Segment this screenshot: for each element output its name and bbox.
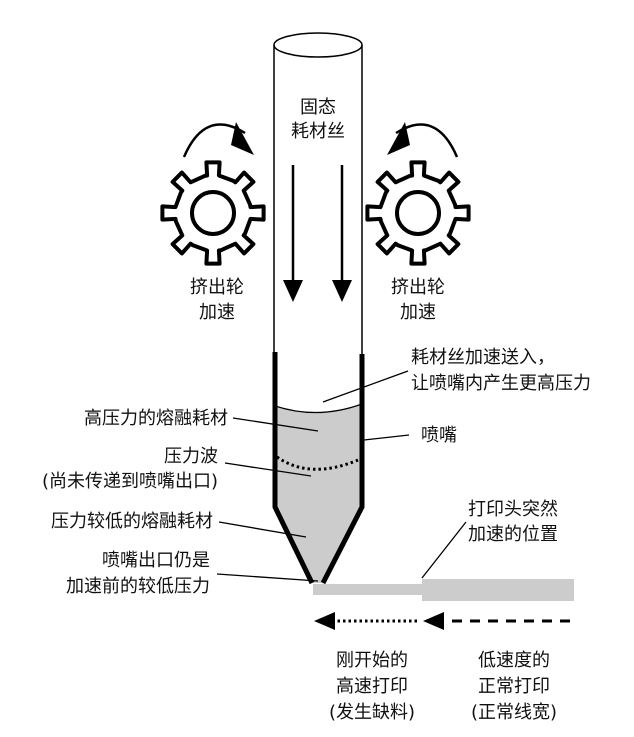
callout-accel-position-1: 打印头突然	[468, 499, 558, 520]
leader-low-pressure	[218, 521, 307, 538]
rotation-arrowhead-right	[387, 122, 410, 155]
callout-low-pressure: 压力较低的熔融耗材	[51, 511, 213, 532]
callout-pressure-wave-2: (尚未传递到喷嘴出口)	[42, 471, 218, 492]
leader-high-pressure	[232, 417, 319, 432]
normal-extrusion-line	[422, 579, 574, 601]
nozzle	[272, 352, 365, 585]
callout-high-pressure: 高压力的熔融耗材	[84, 408, 228, 429]
left-caption-1: 刚开始的	[336, 650, 408, 671]
right-caption-2: 正常打印	[478, 676, 550, 697]
right-caption-1: 低速度的	[478, 650, 550, 671]
gear-right-label-2: 加速	[400, 302, 436, 323]
gear-hub	[395, 190, 441, 236]
callout-exit-pressure-2: 加速前的较低压力	[66, 576, 210, 597]
feed-arrowhead-left	[283, 280, 303, 302]
callout-pressure-wave-1: 压力波	[164, 446, 218, 467]
callout-nozzle: 喷嘴	[421, 425, 457, 446]
callout-exit-pressure-1: 喷嘴出口仍是	[102, 550, 210, 571]
gear-left-label-1: 挤出轮	[190, 277, 244, 298]
normal-print-arrowhead	[423, 612, 444, 630]
left-caption-3: (发生缺料)	[329, 702, 415, 723]
leader-feed	[322, 370, 409, 403]
gear-icon-left	[160, 160, 266, 266]
callout-accel-position-2: 加速的位置	[468, 524, 558, 545]
left-caption-2: 高速打印	[336, 676, 408, 697]
leader-exit-pressure	[216, 573, 319, 582]
rotation-arrowhead-left	[231, 122, 254, 155]
fast-print-arrowhead	[314, 612, 335, 630]
right-caption-3: (正常线宽)	[471, 702, 557, 723]
melt-surface	[274, 403, 363, 414]
filament-top	[273, 32, 363, 58]
thin-extrusion-line	[313, 584, 423, 595]
callout-feed-1: 耗材丝加速送入，	[411, 347, 555, 368]
filament: 固态 耗材丝	[273, 32, 363, 355]
gear-icon-right	[365, 160, 471, 266]
melt-fill	[275, 405, 362, 583]
nozzle-wall-left	[272, 352, 315, 585]
callout-feed-2: 让喷嘴内产生更高压力	[411, 373, 591, 394]
gear-hub	[190, 190, 236, 236]
filament-label-2: 耗材丝	[291, 121, 345, 142]
filament-label-1: 固态	[300, 97, 336, 118]
leader-accel-position	[421, 521, 467, 579]
gear-left-label-2: 加速	[199, 302, 235, 323]
feed-arrowhead-right	[332, 280, 352, 302]
pressure-wave	[276, 455, 359, 471]
gear-right-label-1: 挤出轮	[391, 277, 445, 298]
nozzle-wall-right	[320, 354, 365, 585]
leader-nozzle	[363, 434, 410, 441]
leader-pressure-wave	[224, 462, 312, 477]
